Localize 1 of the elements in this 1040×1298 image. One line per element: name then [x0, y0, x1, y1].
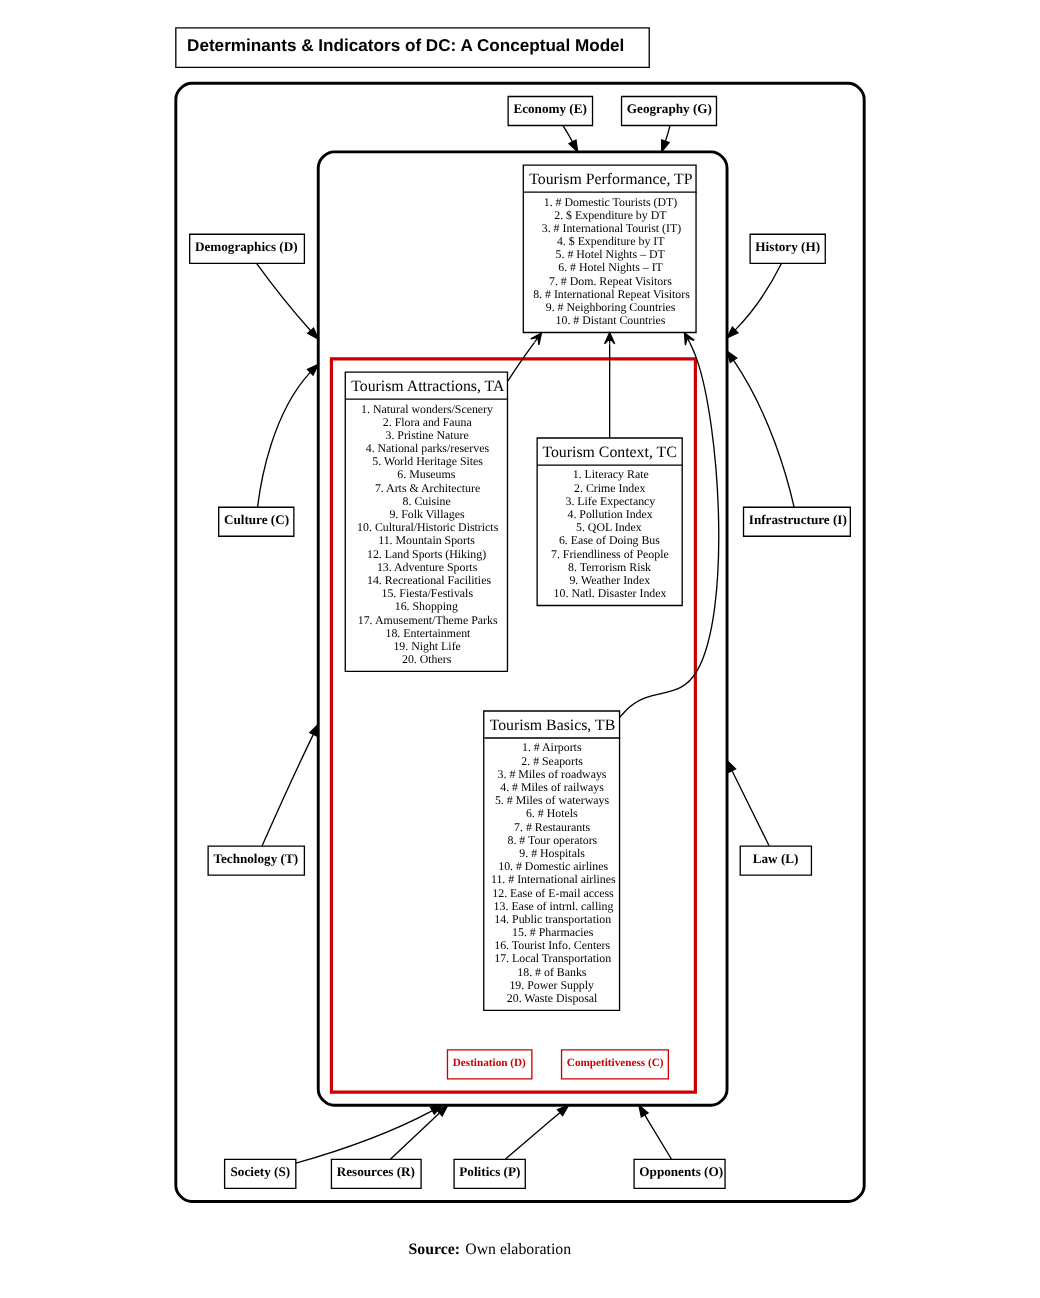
diagram-title: Determinants & Indicators of DC: A Conceptual Model	[187, 34, 625, 55]
